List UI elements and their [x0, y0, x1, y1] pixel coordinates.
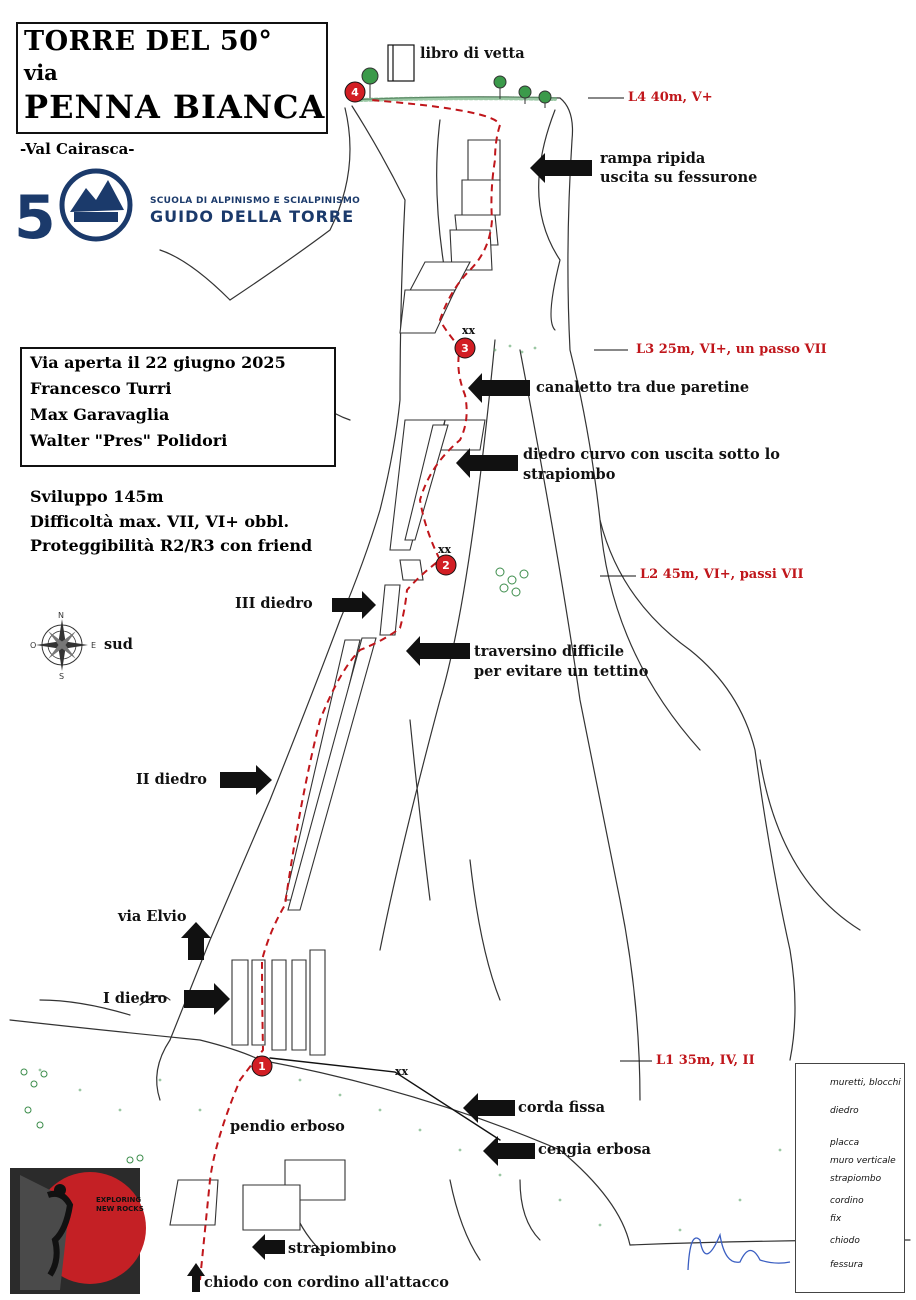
- trees: [361, 67, 552, 108]
- compass-e: E: [91, 641, 97, 650]
- opened-date: Via aperta il 22 giugno 2025: [30, 353, 286, 372]
- grass-dots: [38, 344, 782, 1232]
- school-logo-icon: 5: [14, 168, 133, 253]
- label-ramp-1: rampa ripida: [600, 150, 706, 167]
- belay-4: [344, 81, 366, 103]
- compass-o: O: [30, 641, 37, 650]
- xx-mark-1: xx: [395, 1065, 409, 1078]
- school-line-2: GUIDO DELLA TORRE: [150, 207, 355, 226]
- xx-mark-3: xx: [462, 324, 476, 337]
- label-curved-2: strapiombo: [523, 466, 616, 483]
- arrow-overhang: [252, 1234, 285, 1260]
- belay-3: [454, 337, 476, 359]
- arrow-traverse: [406, 636, 470, 666]
- compass-n: N: [58, 611, 64, 620]
- route-protection: Proteggibilità R2/R3 con friend: [30, 536, 313, 555]
- route-difficulty: Difficoltà max. VII, VI+ obbl.: [30, 512, 290, 531]
- label-grass-slope: pendio erboso: [230, 1118, 345, 1135]
- label-curved-1: diedro curvo con uscita sotto lo: [523, 446, 780, 463]
- arrow-curved: [456, 448, 518, 478]
- label-via-elvio: via Elvio: [118, 908, 187, 925]
- legend-item-crack: fessura: [830, 1260, 864, 1270]
- legend-item-slab: placca: [830, 1138, 860, 1148]
- title-box: TORRE DEL 50° via PENNA BIANCA: [16, 22, 328, 134]
- route-length: Sviluppo 145m: [30, 487, 164, 506]
- belay-1-number: 1: [258, 1060, 266, 1073]
- rock-features: [169, 139, 501, 1231]
- climber-1: Francesco Turri: [30, 379, 172, 398]
- arrow-ledge: [483, 1136, 535, 1166]
- legend-item-overhang: strapiombo: [830, 1174, 882, 1184]
- belays: [251, 81, 476, 1077]
- school-name: SCUOLA DI ALPINISMO E SCIALPINISMO GUIDO…: [150, 196, 360, 226]
- title-line-1: TORRE DEL 50°: [24, 26, 273, 57]
- arrow-third: [332, 591, 376, 619]
- label-small-overhang: strapiombino: [288, 1240, 397, 1257]
- belay-1: [251, 1055, 273, 1077]
- label-third-corner: III diedro: [235, 595, 313, 612]
- summit-ridge: [349, 96, 574, 141]
- legend-item-peg: chiodo: [830, 1236, 860, 1246]
- legend-item-sling: cordino: [830, 1196, 864, 1206]
- pitch-l1: L1 35m, IV, II: [656, 1053, 755, 1068]
- label-second-corner: II diedro: [136, 771, 207, 788]
- belay-2-number: 2: [442, 559, 450, 572]
- climber-3: Walter "Pres" Polidori: [30, 431, 228, 450]
- compass-rose-icon: [36, 619, 88, 671]
- title-line-2: via: [24, 60, 58, 85]
- arrow-elvio: [181, 922, 211, 960]
- pitch-l2: L2 45m, VI+, passi VII: [640, 567, 804, 582]
- compass-label: sud: [104, 636, 133, 653]
- label-start-peg: chiodo con cordino all'attacco: [204, 1274, 449, 1291]
- pitch-l3: L3 25m, VI+, un passo VII: [636, 342, 827, 357]
- label-first-corner: I diedro: [103, 990, 168, 1007]
- arrow-second: [220, 765, 272, 795]
- legend-item-vertical-wall: muro verticale: [830, 1156, 896, 1166]
- compass-s: S: [59, 672, 65, 681]
- exploring-badge-icon: [10, 1168, 146, 1294]
- arrow-ramp: [530, 153, 592, 183]
- arrow-start: [187, 1263, 205, 1292]
- legend: muretti, blocchi diedro placca muro vert…: [795, 1063, 905, 1293]
- school-line-1: SCUOLA DI ALPINISMO E SCIALPINISMO: [150, 196, 361, 206]
- label-traverse-2: per evitare un tettino: [474, 663, 649, 680]
- left-outline: [169, 105, 406, 1041]
- arrow-rope: [463, 1093, 515, 1123]
- label-traverse-1: traversino difficile: [474, 643, 625, 660]
- label-summit-book: libro di vetta: [420, 45, 525, 62]
- route-line: [199, 99, 502, 1281]
- climber-2: Max Garavaglia: [30, 405, 170, 424]
- right-outline: [567, 139, 796, 1061]
- belay-3-number: 3: [461, 342, 469, 355]
- badge-line-2: NEW ROCKS: [96, 1205, 144, 1213]
- fixed-rope-line: [269, 1057, 501, 1141]
- left-flake: [229, 107, 351, 301]
- info-box: Via aperta il 22 giugno 2025 Francesco T…: [20, 347, 336, 467]
- bushes: [20, 567, 529, 1164]
- belay-4-number: 4: [351, 86, 359, 99]
- label-fixed-rope: corda fissa: [518, 1099, 605, 1116]
- xx-mark-2: xx: [438, 543, 452, 556]
- label-grass-ledge: cengia erbosa: [538, 1141, 651, 1158]
- legend-item-corner: diedro: [830, 1106, 859, 1116]
- ground-line: [9, 1019, 261, 1061]
- badge-text: EXPLORING NEW ROCKS: [96, 1196, 144, 1214]
- legend-item-walls: muretti, blocchi: [830, 1078, 901, 1088]
- arrow-first: [184, 983, 230, 1015]
- subtitle: -Val Cairasca-: [20, 140, 135, 158]
- legend-item-bolt: fix: [830, 1214, 842, 1224]
- arrows: [181, 153, 592, 1292]
- label-ramp-2: uscita su fessurone: [600, 169, 758, 186]
- label-channel: canaletto tra due paretine: [536, 379, 750, 396]
- arrow-channel: [468, 373, 530, 403]
- title-line-3: PENNA BIANCA: [24, 88, 326, 126]
- pitch-l4: L4 40m, V+: [628, 90, 713, 105]
- badge-line-1: EXPLORING: [96, 1196, 142, 1204]
- signature: [687, 1232, 791, 1271]
- summit-book-icon: [387, 44, 415, 82]
- svg-text:5: 5: [14, 183, 56, 253]
- belay-2: [435, 554, 457, 576]
